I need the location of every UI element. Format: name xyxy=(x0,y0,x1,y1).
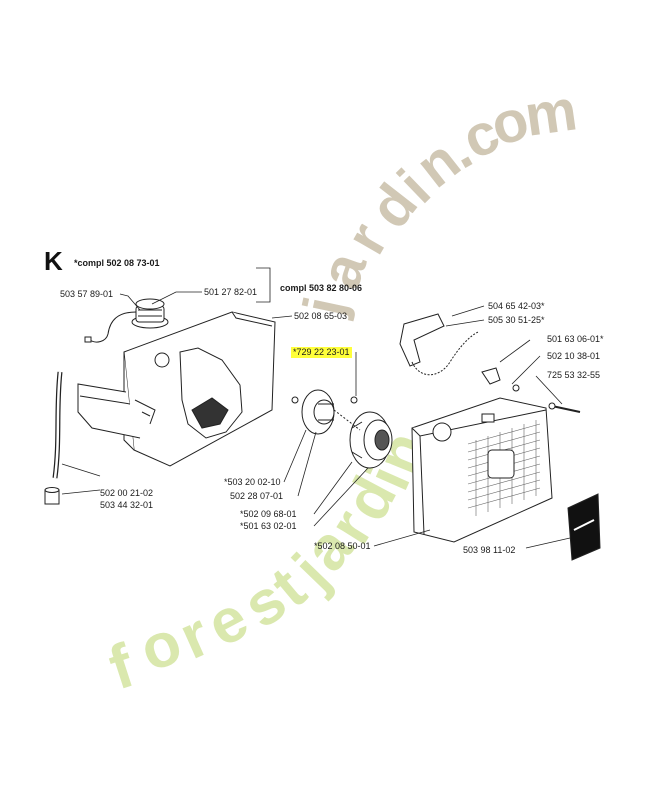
starter-cover xyxy=(411,397,553,543)
compl-tank-label: compl 503 82 80-06 xyxy=(280,283,363,293)
compl-main-label: *compl 502 08 73-01 xyxy=(74,258,160,268)
part-label-501-27-82-01: 501 27 82-01 xyxy=(204,287,258,297)
svg-text:f: f xyxy=(101,631,142,703)
part-label-502-09-68-01: *502 09 68-01 xyxy=(240,509,297,519)
part-label-503-98-11-02: 503 98 11-02 xyxy=(463,545,516,555)
part-label-505-30-51-25: 505 30 51-25* xyxy=(488,315,545,325)
watermark-bottom: f o r e s t j a r d i n xyxy=(101,422,441,703)
part-label-501-63-06-01: 501 63 06-01* xyxy=(547,334,604,344)
part-label-501-63-02-01: *501 63 02-01 xyxy=(240,521,297,531)
part-label-502-28-07-01: 502 28 07-01 xyxy=(230,491,284,501)
decal xyxy=(567,493,601,561)
leader-lines xyxy=(61,267,571,549)
part-label-729-22-23-01: *729 22 23-01 xyxy=(291,347,352,358)
section-letter: K xyxy=(44,246,63,276)
part-label-725-53-32-55: 725 53 32-55 xyxy=(547,370,601,380)
part-label-502-00-21-02: 502 00 21-02 xyxy=(100,488,154,498)
fuel-hose xyxy=(44,371,63,505)
part-label-503-57-89-01: 503 57 89-01 xyxy=(60,289,114,299)
starter-handle xyxy=(399,313,479,376)
part-label-503-44-32-01: 503 44 32-01 xyxy=(100,500,154,510)
part-label-504-65-42-03: 504 65 42-03* xyxy=(488,301,545,311)
fuel-cap-assembly xyxy=(84,298,169,343)
starter-pulley xyxy=(291,389,393,469)
part-label-502-10-38-01: 502 10 38-01 xyxy=(547,351,601,361)
part-label-502-08-50-01: *502 08 50-01 xyxy=(314,541,371,551)
fuel-tank-housing xyxy=(77,311,276,467)
part-label-503-20-02-10: *503 20 02-10 xyxy=(224,477,281,487)
small-fittings xyxy=(481,367,581,413)
svg-text:m: m xyxy=(521,77,581,149)
part-label-502-08-65-03: 502 08 65-03 xyxy=(294,311,348,321)
watermark-top: j a r d i n . c o m xyxy=(291,77,581,321)
